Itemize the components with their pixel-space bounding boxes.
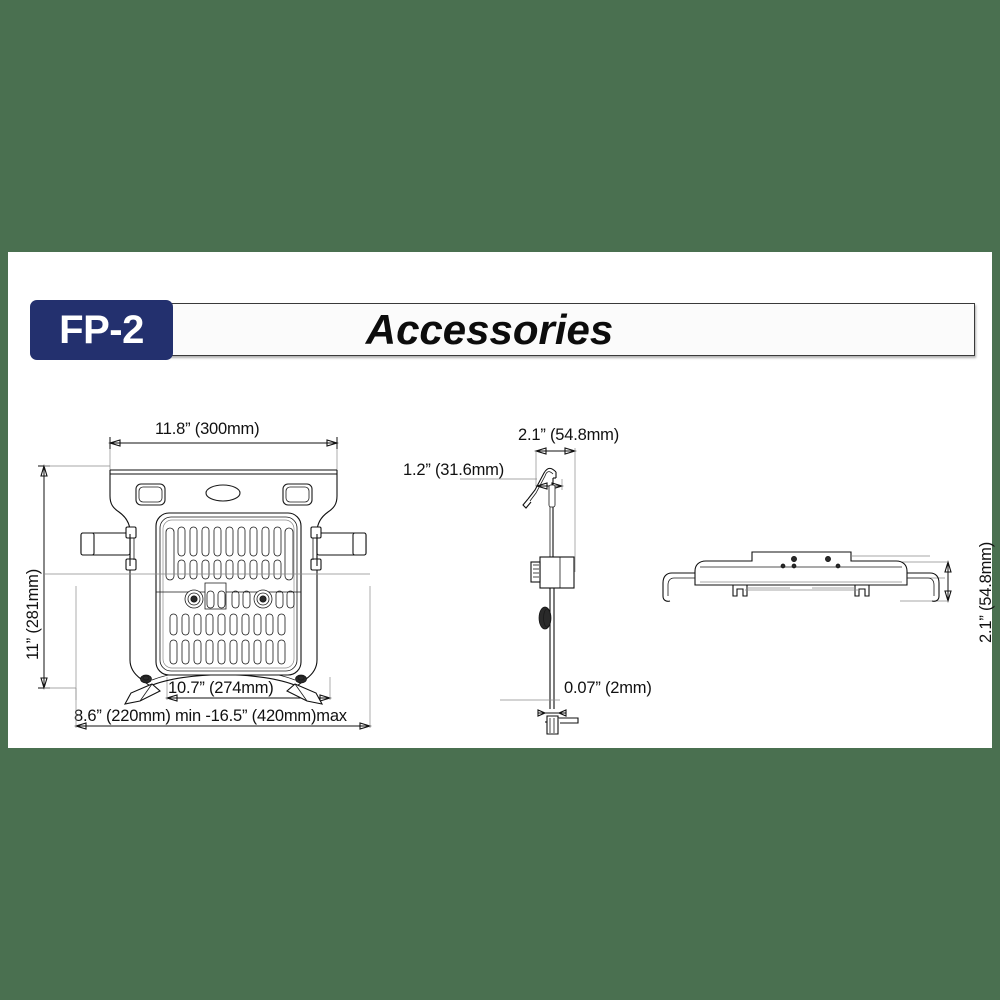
model-code-badge: FP-2 bbox=[30, 300, 173, 360]
dim-front-height-left: 11” (281mm) bbox=[24, 568, 42, 660]
title-plate: Accessories bbox=[164, 303, 975, 356]
model-code-label: FP-2 bbox=[59, 308, 144, 352]
dim-bottom-height-right: 2.1” (54.8mm) bbox=[977, 541, 995, 643]
dim-side-depth-top: 2.1” (54.8mm) bbox=[518, 426, 620, 444]
dim-front-inner-width: 10.7” (274mm) bbox=[168, 679, 274, 697]
page-title: Accessories bbox=[365, 305, 614, 353]
dim-front-width-range: 8.6” (220mm) min -16.5” (420mm)max bbox=[74, 707, 347, 725]
dim-front-width-top: 11.8” (300mm) bbox=[155, 420, 260, 438]
header-bar: FP-2 Accessories bbox=[30, 300, 975, 360]
dim-side-offset-left: 1.2” (31.6mm) bbox=[403, 461, 505, 479]
dim-side-thickness: 0.07” (2mm) bbox=[564, 679, 652, 697]
